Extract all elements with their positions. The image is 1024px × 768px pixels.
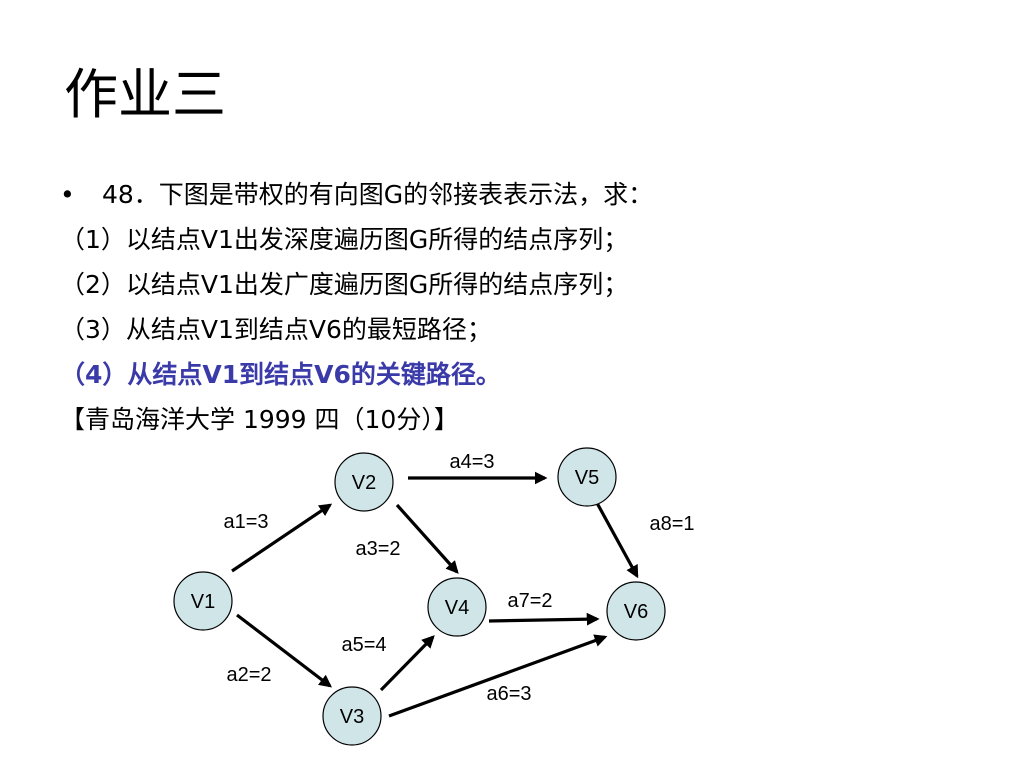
edge-weight-label: a3=2 [355, 538, 400, 560]
edge-line [488, 612, 600, 626]
node-label: V3 [340, 706, 364, 728]
edge-line [595, 502, 639, 579]
edge-v3-v4-arrow [379, 635, 435, 692]
edge-v4-v6-arrow [488, 612, 600, 626]
node-circle [427, 577, 487, 637]
node-label: V6 [624, 601, 648, 623]
node-label: V5 [575, 467, 599, 489]
edge-line [236, 613, 333, 688]
edge-weight-label: a1=3 [223, 511, 268, 533]
bullet-icon: • [60, 180, 75, 209]
question-line: • 48．下图是带权的有向图G的邻接表表示法，求： [60, 172, 960, 217]
node-v1: V1 [173, 571, 233, 631]
edge-line [388, 634, 608, 718]
edge-weight-label: a2=2 [226, 664, 271, 686]
edge-line [379, 635, 435, 692]
node-v5: V5 [557, 447, 617, 507]
question-text: 48．下图是带权的有向图G的邻接表表示法，求： [102, 180, 654, 209]
edge-weight-label: a8=1 [649, 513, 694, 535]
edge-line [395, 503, 459, 574]
node-label: V2 [352, 472, 376, 494]
question-body: • 48．下图是带权的有向图G的邻接表表示法，求： （1）以结点V1出发深度遍历图… [60, 172, 960, 442]
edge-v1-v3-arrow [236, 613, 333, 688]
edge-weight-label: a5=4 [341, 634, 386, 656]
edge-v2-v4-arrow [395, 503, 459, 574]
node-circle [606, 581, 666, 641]
subquestion-3: （3）从结点V1到结点V6的最短路径； [60, 315, 492, 344]
node-v4: V4 [427, 577, 487, 637]
edge-line [231, 503, 333, 573]
edge-v5-v6-arrow [595, 502, 639, 579]
edge-v3-v6-arrow [388, 634, 608, 718]
edge-weight-label: a4=3 [449, 451, 494, 473]
edge-weight-label: a7=2 [507, 590, 552, 612]
node-v2: V2 [334, 452, 394, 512]
subquestion-2: （2）以结点V1出发广度遍历图G所得的结点序列； [60, 270, 629, 299]
node-circle [322, 686, 382, 746]
node-v6: V6 [606, 581, 666, 641]
node-label: V4 [445, 597, 469, 619]
source-note: 【青岛海洋大学 1999 四（10分）】 [60, 405, 459, 434]
node-v3: V3 [322, 686, 382, 746]
node-circle [173, 571, 233, 631]
node-circle [557, 447, 617, 507]
subquestion-4-highlighted: （4）从结点V1到结点V6的关键路径。 [60, 360, 501, 389]
slide-title: 作业三 [64, 63, 226, 126]
edge-v1-v2-arrow [231, 503, 333, 573]
subquestion-1: （1）以结点V1出发深度遍历图G所得的结点序列； [60, 225, 629, 254]
node-label: V1 [191, 591, 215, 613]
node-circle [334, 452, 394, 512]
edge-weight-label: a6=3 [486, 683, 531, 705]
